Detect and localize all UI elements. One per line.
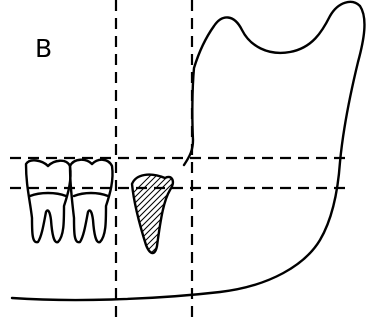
molar-tooth-2 bbox=[70, 160, 113, 243]
molar-1-cervical-line bbox=[30, 193, 66, 196]
molar-2-cervical-line bbox=[74, 193, 108, 196]
mandible-outline bbox=[12, 2, 364, 300]
panel-label: B bbox=[35, 34, 52, 63]
molar-tooth-1 bbox=[26, 160, 71, 242]
third-molar-outline bbox=[132, 175, 173, 253]
impacted-third-molar bbox=[126, 166, 178, 262]
